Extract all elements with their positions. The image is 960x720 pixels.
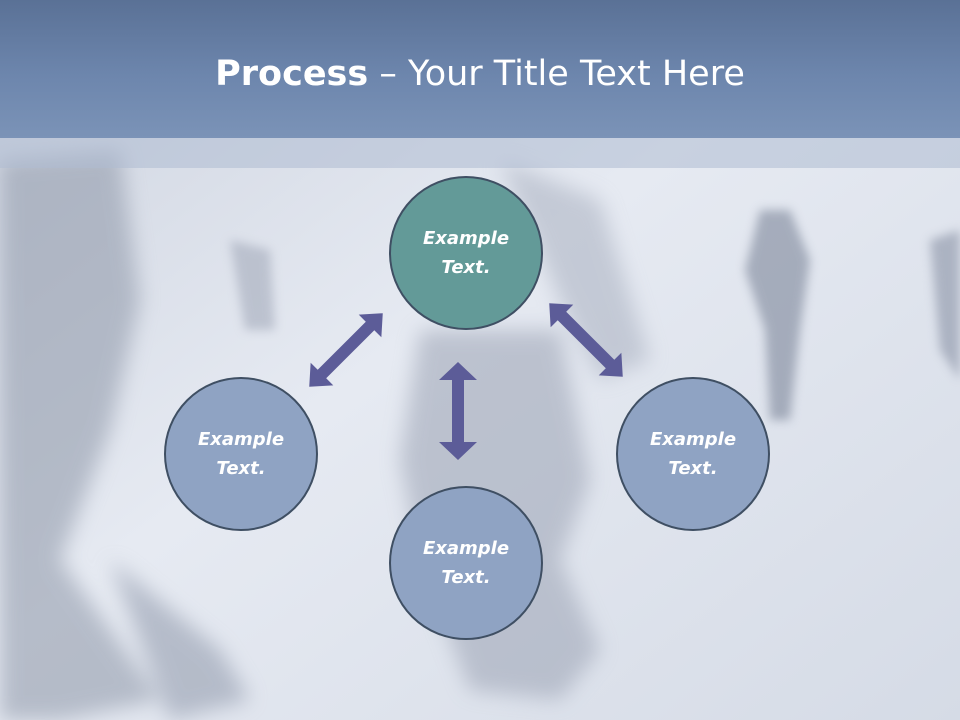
title-bold: Process (215, 54, 369, 94)
node-left-line1: Example (197, 429, 285, 450)
node-top-line1: Example (422, 228, 510, 249)
node-bottom-line2: Text. (441, 567, 491, 588)
node-left-line2: Text. (216, 458, 266, 479)
title-band (0, 0, 960, 138)
node-right-line1: Example (649, 429, 737, 450)
title-sub-band (0, 138, 960, 168)
node-right-line2: Text. (668, 458, 718, 479)
node-bottom-line1: Example (422, 538, 510, 559)
node-top-line2: Text. (441, 257, 491, 278)
node-bottom: Example Text. (389, 486, 543, 640)
double-arrow-right (549, 303, 623, 377)
slide-title: Process – Your Title Text Here (0, 52, 960, 96)
node-top: Example Text. (389, 176, 543, 330)
double-arrow-left (309, 313, 383, 387)
node-right: Example Text. (616, 377, 770, 531)
title-rest: – Your Title Text Here (368, 54, 745, 94)
double-arrow-vertical (439, 362, 477, 460)
node-left: Example Text. (164, 377, 318, 531)
